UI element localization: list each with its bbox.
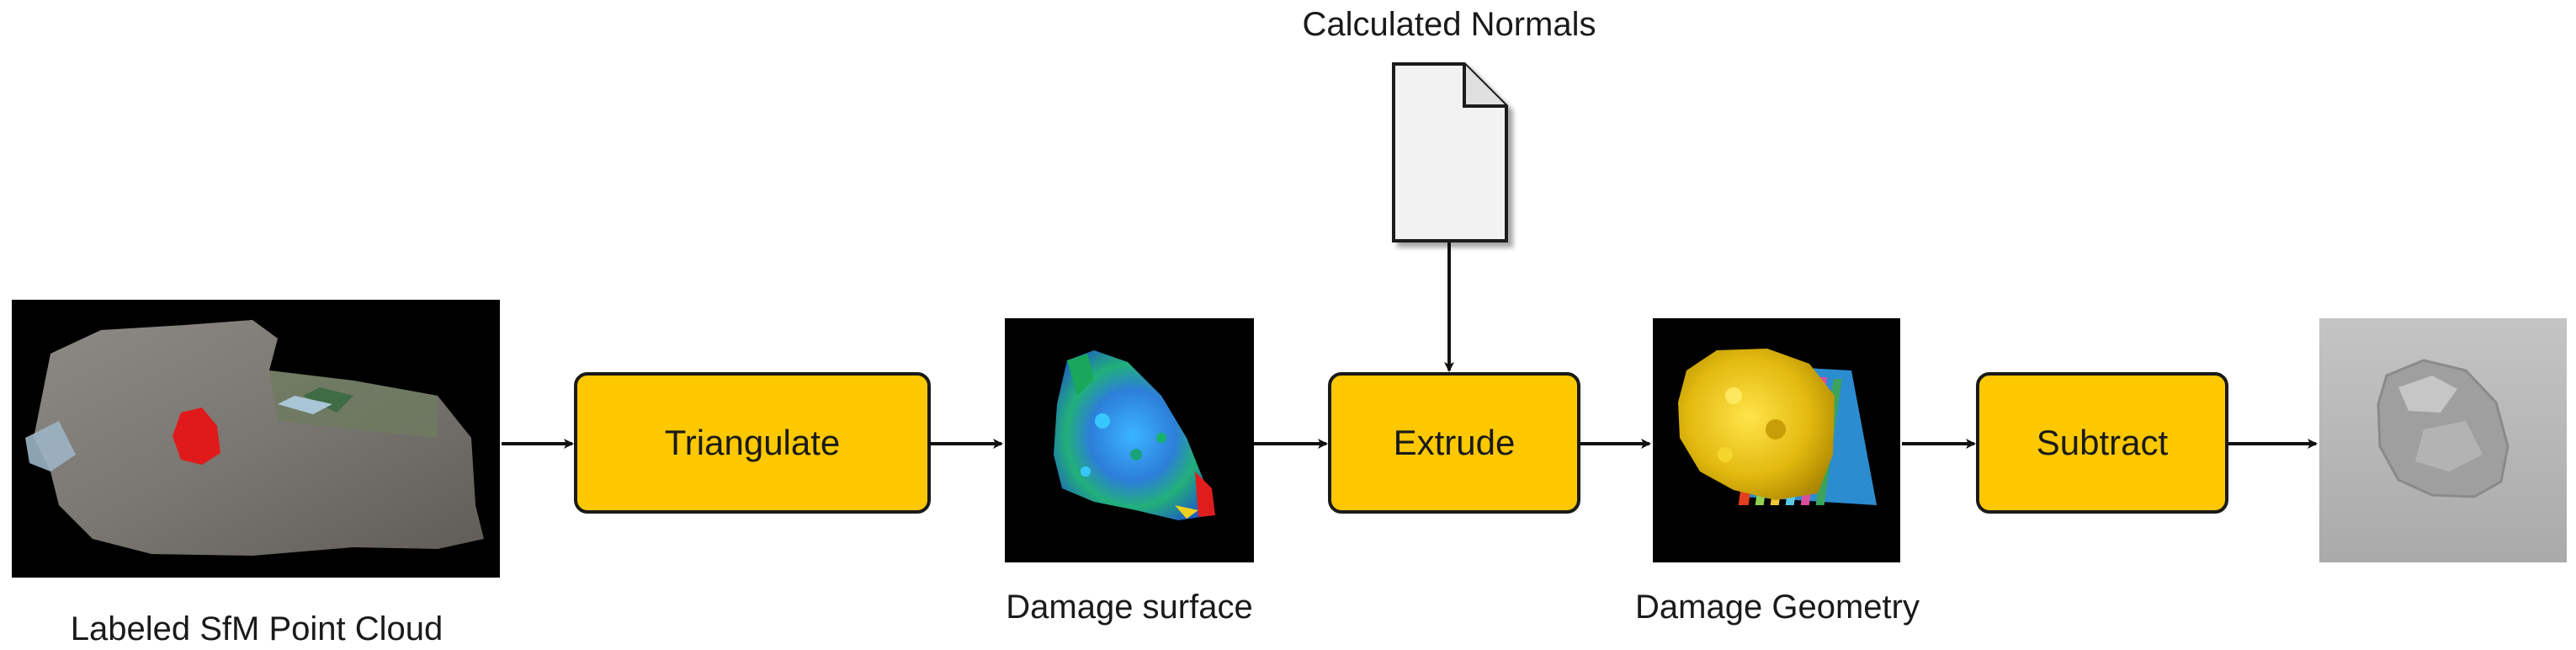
point-cloud-image [12,300,500,578]
document-icon [1392,62,1508,242]
damage-surface-label: Damage surface [1006,589,1252,626]
damage-geometry-label: Damage Geometry [1635,589,1920,626]
subtract-label: Subtract [2037,423,2169,462]
extrude-label: Extrude [1394,423,1516,462]
subtract-box[interactable]: Subtract [1976,372,2228,514]
result-image [2319,318,2567,562]
triangulate-box[interactable]: Triangulate [574,372,931,514]
damage-surface-image [1005,318,1254,562]
calculated-normals-label: Calculated Normals [1302,6,1596,43]
point-cloud-label: Labeled SfM Point Cloud [71,610,443,647]
extrude-box[interactable]: Extrude [1328,372,1580,514]
triangulate-label: Triangulate [665,423,841,462]
damage-geometry-image [1653,318,1900,562]
